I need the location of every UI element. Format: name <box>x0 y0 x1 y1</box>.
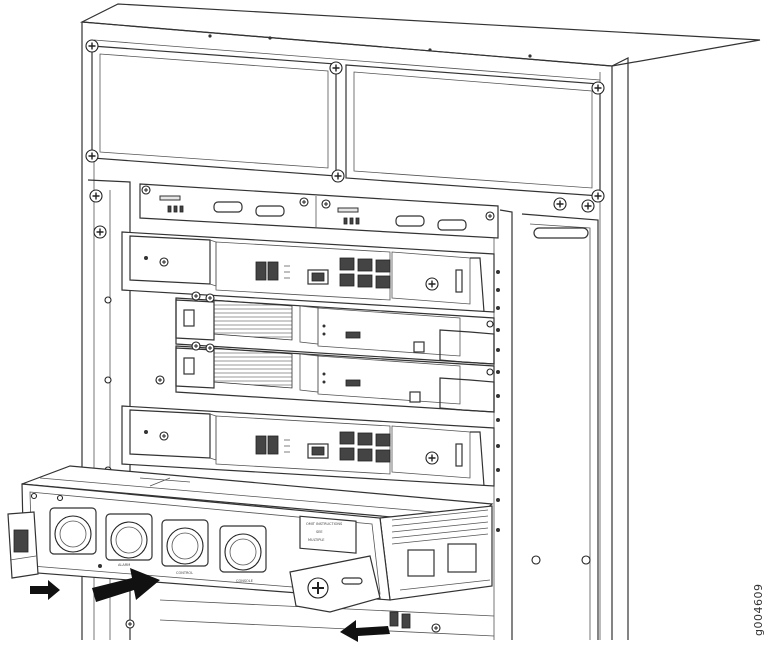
label-line-1: OMIT INSTRUCTIONS <box>306 522 343 526</box>
routing-engine-bottom <box>121 405 495 487</box>
fabric-board-2 <box>155 341 495 413</box>
right-side-bay <box>521 197 599 640</box>
port-label-1: ALARM <box>118 563 130 567</box>
arrow-insert-module <box>92 568 160 602</box>
port-label-2: CONTROL <box>176 571 193 575</box>
routing-engine-top <box>121 231 495 313</box>
label-line-3: MULTIPLE <box>308 538 325 542</box>
figure-id-label: g004609 <box>752 583 765 636</box>
port-label-3: CONSOLE <box>236 579 253 583</box>
chassis-body <box>79 3 761 640</box>
label-line-2: SEE <box>316 530 323 534</box>
top-blank-panels <box>85 34 605 203</box>
ethernet-ports-bottom <box>339 431 391 463</box>
module-label-text: OMIT INSTRUCTIONS SEE MULTIPLE ALARM CON… <box>118 522 343 583</box>
inserted-module: OMIT INSTRUCTIONS SEE MULTIPLE ALARM CON… <box>7 465 494 613</box>
control-board-strip <box>139 183 499 239</box>
fabric-board-1 <box>175 291 495 365</box>
ethernet-ports-top <box>339 257 391 289</box>
arrow-bottom-latch <box>340 620 390 642</box>
arrow-left-latch <box>30 580 60 600</box>
power-connectors <box>49 507 267 573</box>
